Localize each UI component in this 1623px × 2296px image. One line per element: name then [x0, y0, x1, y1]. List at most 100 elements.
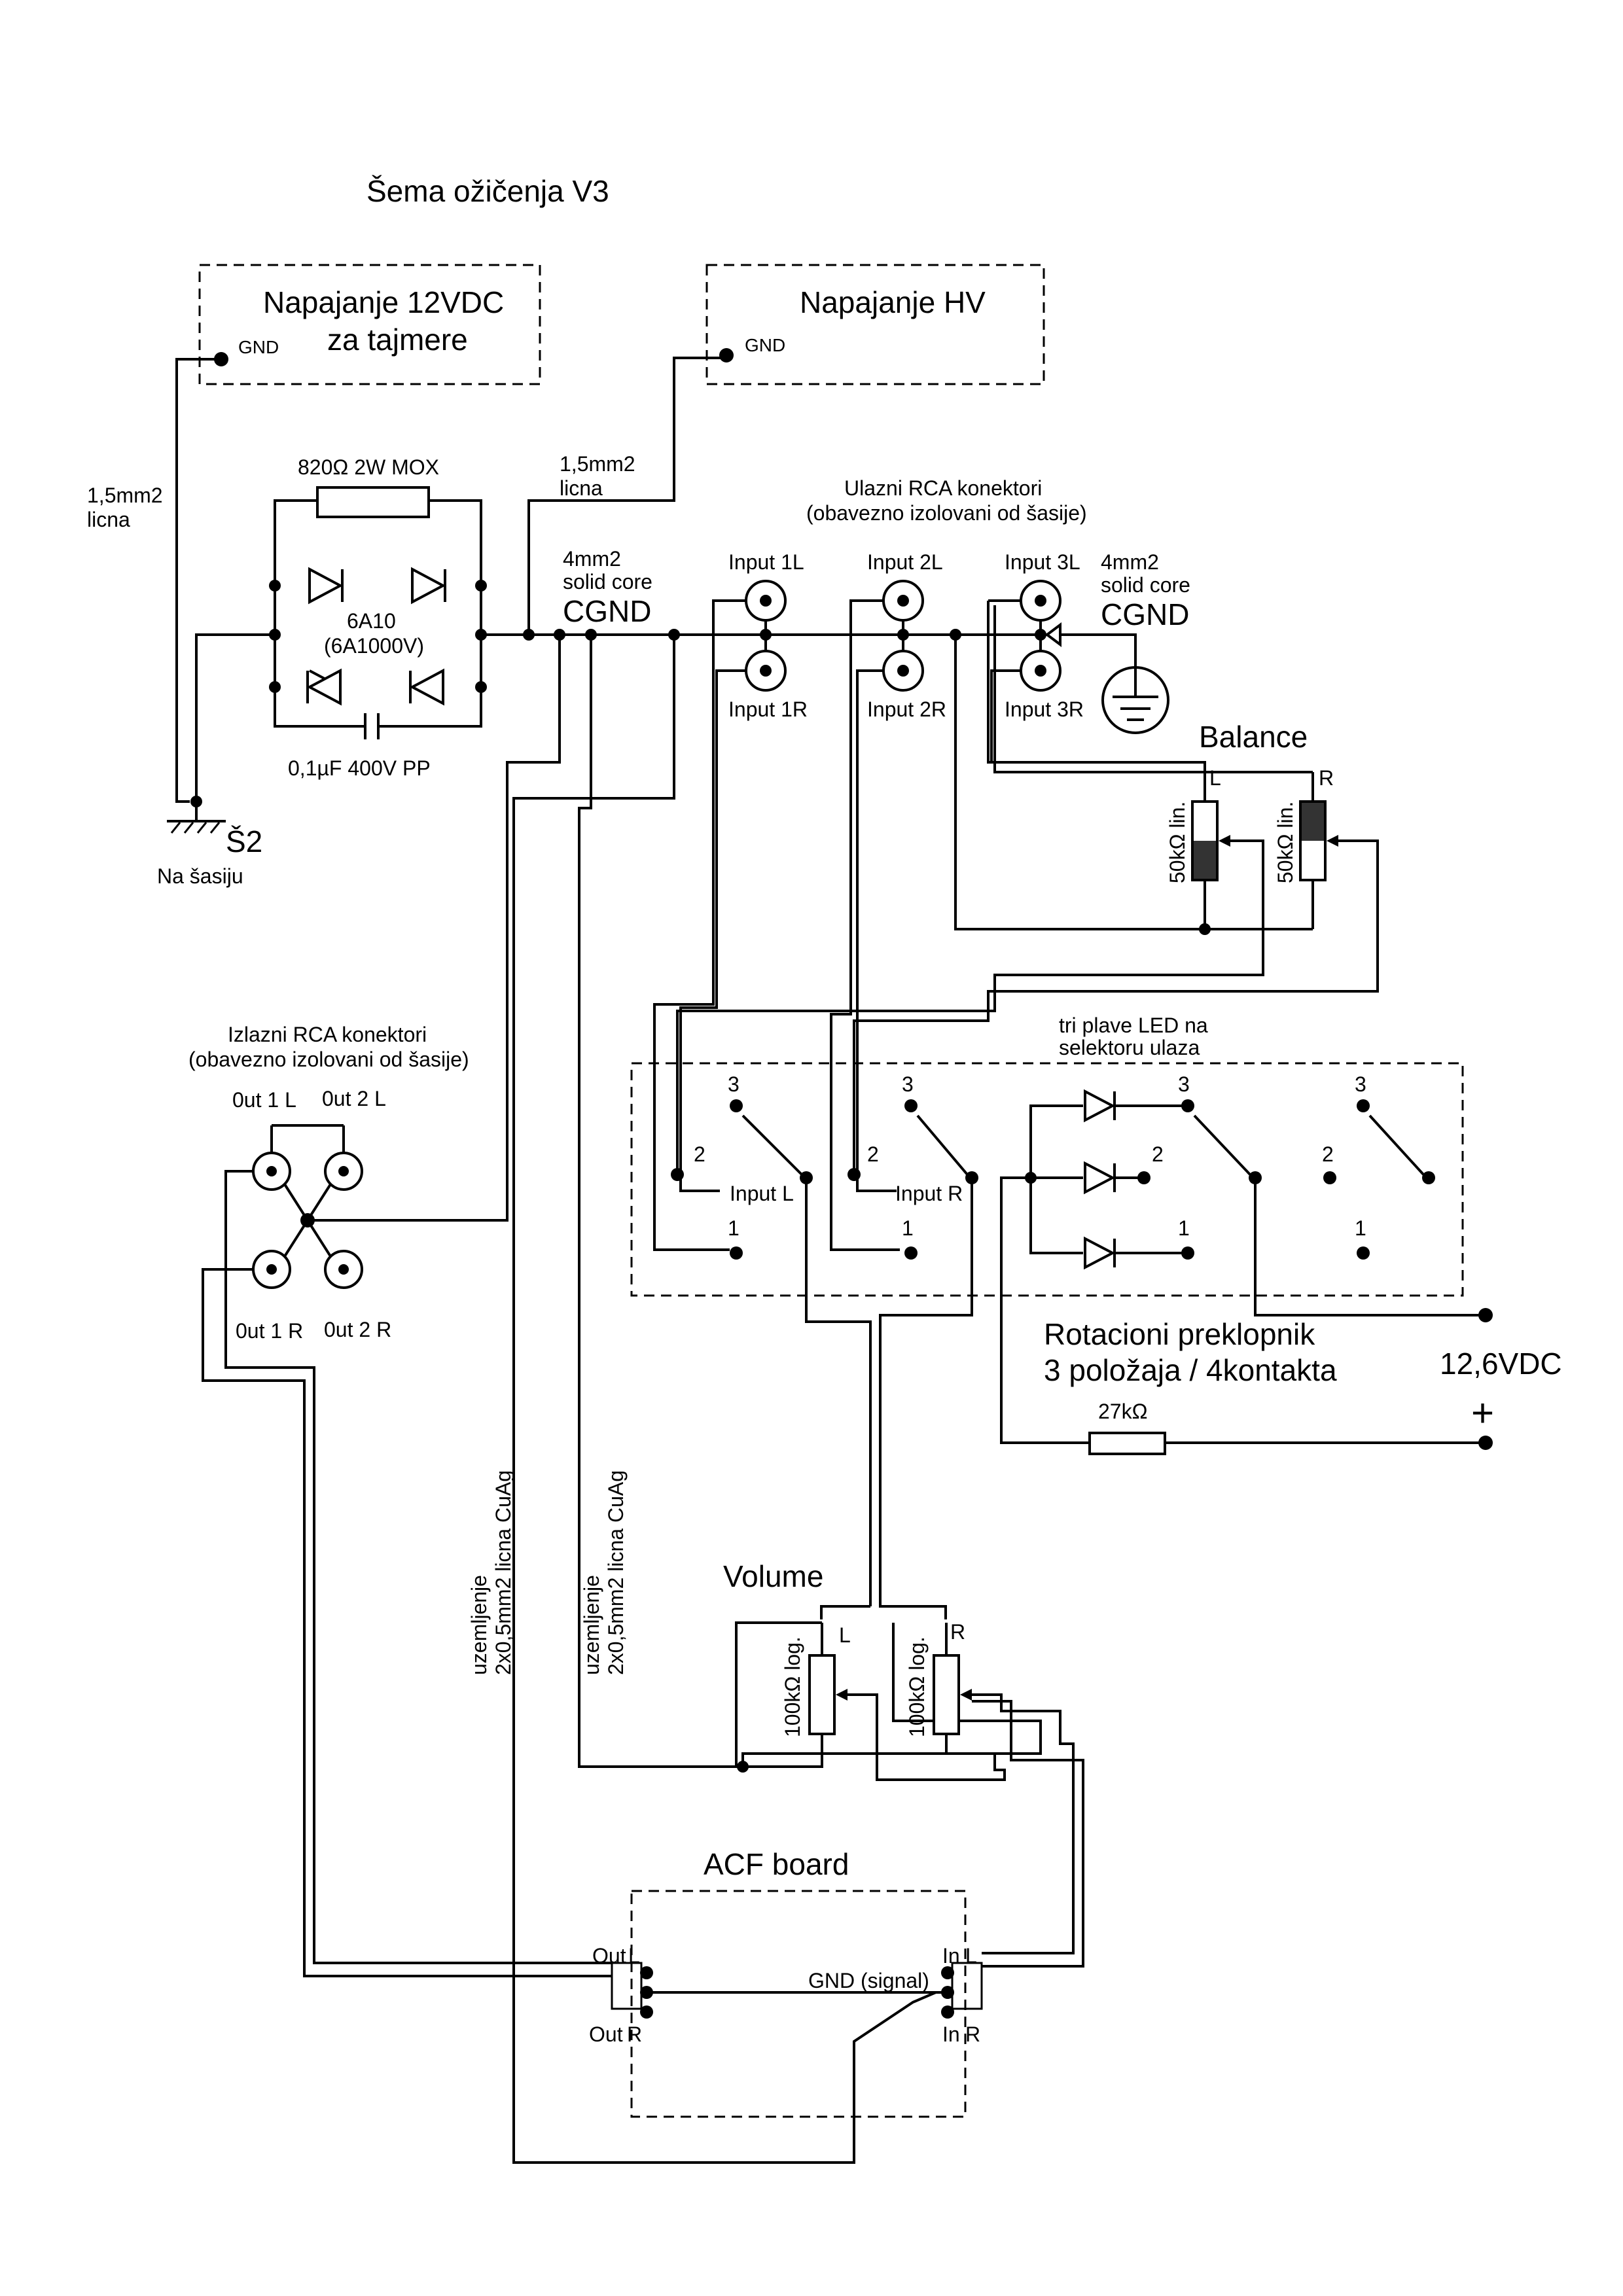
input-3l-label: Input 3L: [1005, 550, 1080, 574]
selector-name-line2: 3 položaja / 4kontakta: [1044, 1353, 1337, 1387]
deck3-pos2: 2: [1152, 1142, 1164, 1166]
output-1r-label: 0ut 1 R: [236, 1319, 303, 1343]
psu-12v-label-line2: za tajmere: [327, 323, 468, 357]
balance-r-label: R: [1319, 766, 1334, 790]
psu-hv-gnd-terminal: [719, 348, 734, 362]
bridge-capacitor-label: 0,1µF 400V PP: [288, 756, 431, 780]
deck2-pos1: 1: [902, 1216, 914, 1240]
led-2: [1084, 1161, 1116, 1195]
acf-in-r-channel: R: [965, 2022, 980, 2046]
cgnd1-wire-type: solid core: [563, 570, 652, 593]
resistor-27k-label: 27kΩ: [1098, 1400, 1148, 1423]
diode-top-right: [411, 567, 446, 605]
deck4-pos1: 1: [1355, 1216, 1366, 1240]
selector-input-r-label: Input R: [895, 1182, 963, 1205]
selector-to-volume-wires: [805, 1178, 973, 1619]
deck1-pos3: 3: [728, 1072, 740, 1096]
acf-out-l-channel: L: [628, 1944, 640, 1968]
deck1-pos2: 2: [694, 1142, 705, 1166]
hv-wire-size: 1,5mm2: [560, 452, 635, 476]
acf-out-l-pin: [640, 1966, 653, 1979]
cgnd2-wire-size: 4mm2: [1101, 550, 1159, 574]
balance-l-label: L: [1209, 766, 1221, 790]
deck4-pos3: 3: [1355, 1072, 1366, 1096]
supply-plus-sign: +: [1471, 1391, 1494, 1435]
acf-gnd-signal: GND (signal): [808, 1969, 929, 1992]
acf-out-r-channel: R: [627, 2022, 642, 2046]
chassis-wiring: Š2 Na šasiju 1,5mm2 licna: [87, 358, 275, 888]
selector-input-l-label: Input L: [730, 1182, 794, 1205]
chassis-wire-type: licna: [87, 508, 130, 531]
acf-in-r-pin: [941, 2005, 954, 2019]
ground-lift-bridge: 820Ω 2W MOX 6A10 (6A1000V) 0,1µF 400V PP: [269, 455, 487, 780]
volume-pot-l-value: 100kΩ log.: [781, 1636, 804, 1737]
diode-bottom-right: [409, 668, 444, 706]
acf-out-r-pin: [640, 2005, 653, 2019]
volume-r-label: R: [950, 1620, 965, 1644]
volume-title: Volume: [723, 1559, 823, 1593]
psu-hv-label: Napajanje HV: [800, 285, 986, 319]
volume-pot-r-value: 100kΩ log.: [905, 1636, 929, 1737]
volume-l-label: L: [839, 1623, 851, 1647]
psu-hv-box: Napajanje HV GND: [705, 264, 1045, 385]
acf-title: ACF board: [704, 1847, 849, 1881]
deck2-pos3: 3: [902, 1072, 914, 1096]
supply-minus-terminal: [1478, 1308, 1493, 1322]
cgnd1-label: CGND: [563, 594, 651, 628]
cgnd2-label: CGND: [1101, 597, 1189, 631]
chassis-symbol-label: Š2: [226, 824, 262, 858]
diode-bottom-left: [306, 668, 342, 706]
resistor-27k: [1088, 1432, 1166, 1455]
psu-hv-gnd-label: GND: [745, 335, 785, 355]
chassis-wire-size: 1,5mm2: [87, 484, 163, 507]
balance-title: Balance: [1199, 720, 1308, 754]
page-title: Šema ožičenja V3: [366, 174, 609, 208]
psu-12v-gnd-label: GND: [238, 337, 279, 357]
input-signal-wires: [653, 599, 1021, 1251]
bridge-resistor-label: 820Ω 2W MOX: [298, 455, 439, 479]
led-note-line2: selektoru ulaza: [1059, 1036, 1200, 1059]
input-2r-label: Input 2R: [867, 698, 946, 721]
deck2-pos2: 2: [867, 1142, 879, 1166]
input-1l-label: Input 1L: [728, 550, 804, 574]
supply-plus-terminal: [1478, 1436, 1493, 1450]
input-1r-label: Input 1R: [728, 698, 808, 721]
output-1l-label: 0ut 1 L: [232, 1088, 296, 1112]
ground-wire2-spec: 2x0,5mm2 licna CuAg: [604, 1470, 628, 1675]
output-2r-label: 0ut 2 R: [324, 1318, 391, 1341]
volume-pot-r: [933, 1654, 960, 1735]
led-3: [1084, 1236, 1116, 1270]
bridge-diode-rating: (6A1000V): [324, 634, 424, 658]
ground-wires: uzemljenje 2x0,5mm2 licna CuAg uzemljenj…: [467, 635, 1042, 2164]
balance-pots: Balance L R 50kΩ lin. 50kΩ lin.: [676, 601, 1379, 1174]
acf-in-l-pin: [941, 1966, 954, 1979]
cgnd1-wire-size: 4mm2: [563, 547, 621, 571]
input-rca-connectors: Ulazni RCA konektori (obavezno izolovani…: [728, 476, 1190, 734]
output-rca-connectors: Izlazni RCA konektori (obavezno izolovan…: [188, 635, 612, 1977]
input-3r-label: Input 3R: [1005, 698, 1084, 721]
acf-in-l-text: In: [942, 1944, 960, 1968]
supply-voltage: 12,6VDC: [1440, 1347, 1562, 1381]
volume-pots: Volume L R 100kΩ log. 100kΩ log.: [723, 1559, 1084, 1968]
output-2l-label: 0ut 2 L: [322, 1087, 386, 1110]
led-1: [1084, 1089, 1116, 1123]
acf-in-l-channel: L: [965, 1944, 977, 1968]
output-rca-note: (obavezno izolovani od šasije): [188, 1048, 469, 1071]
input-selector-switch: tri plave LED na selektoru ulaza 3 2 1 I…: [630, 1014, 1562, 1455]
resistor-820-ohm: [316, 486, 430, 518]
ground-wire1-spec: 2x0,5mm2 licna CuAg: [491, 1470, 515, 1675]
selector-name-line1: Rotacioni preklopnik: [1044, 1317, 1315, 1351]
input-rca-title: Ulazni RCA konektori: [844, 476, 1042, 500]
output-rca-title: Izlazni RCA konektori: [228, 1023, 427, 1046]
acf-board: ACF board Out L Out R In L In R GND (sig…: [589, 1847, 983, 2118]
volume-pot-l: [808, 1654, 836, 1735]
deck3-pos3: 3: [1178, 1072, 1190, 1096]
ground-wire2-label: uzemljenje: [580, 1575, 603, 1675]
acf-in-r-text: In: [942, 2022, 960, 2046]
deck1-pos1: 1: [728, 1216, 740, 1240]
acf-out-r-text: Out: [589, 2022, 623, 2046]
input-rca-note: (obavezno izolovani od šasije): [806, 501, 1087, 525]
deck4-pos2: 2: [1322, 1142, 1334, 1166]
chassis-note: Na šasiju: [157, 864, 243, 888]
ground-wire1-label: uzemljenje: [467, 1575, 491, 1675]
